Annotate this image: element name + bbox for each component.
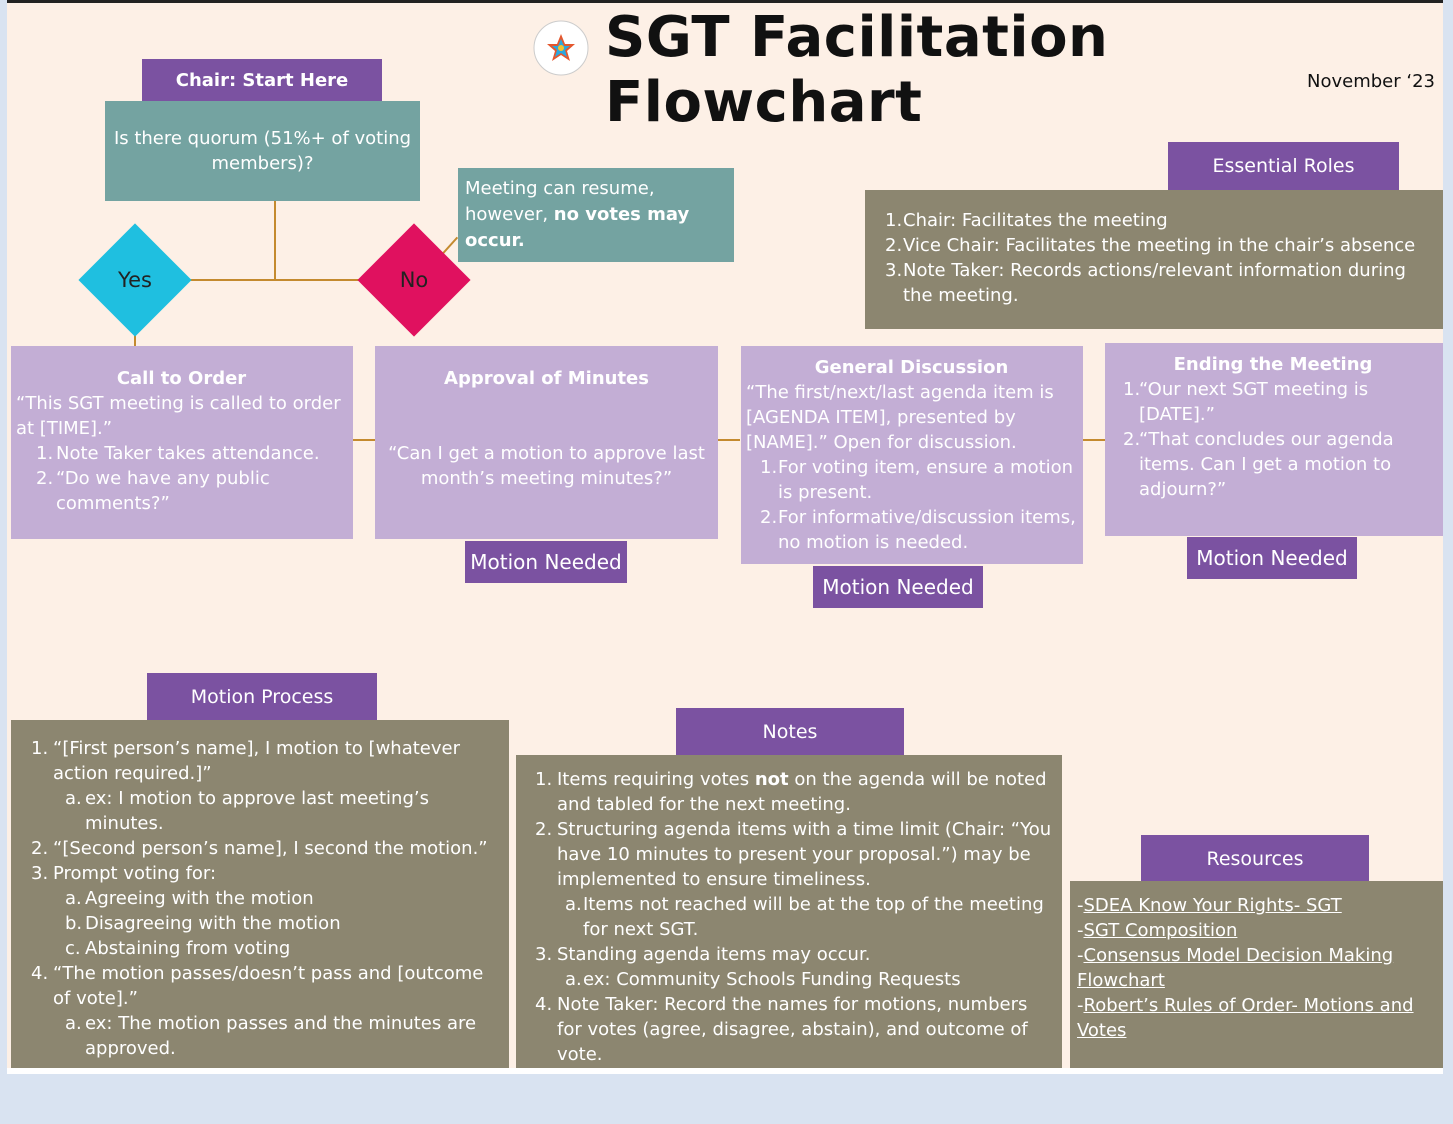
- resource-link-consensus[interactable]: Consensus Model Decision Making Flowchar…: [1077, 945, 1394, 991]
- list-item: 4.“The motion passes/doesn’t pass and [o…: [31, 963, 484, 1009]
- general-discussion-box: General Discussion “The first/next/last …: [741, 346, 1083, 564]
- discussion-quote: “The first/next/last agenda item is [AGE…: [746, 382, 1054, 453]
- essential-roles-box: 1.Chair: Facilitates the meeting 2.Vice …: [865, 190, 1443, 329]
- no-label: No: [399, 268, 429, 292]
- resources-tab: Resources: [1141, 835, 1369, 882]
- resource-link-composition[interactable]: SGT Composition: [1083, 920, 1238, 941]
- approval-title: Approval of Minutes: [444, 368, 649, 389]
- connector-line: [1083, 439, 1105, 441]
- list-item: 1.“[First person’s name], I motion to [w…: [31, 738, 460, 784]
- list-item: 4.Note Taker: Record the names for motio…: [535, 994, 1028, 1065]
- list-item: 3.Note Taker: Records actions/relevant i…: [885, 260, 1406, 306]
- approval-quote: “Can I get a motion to approve last mont…: [388, 443, 705, 489]
- essential-roles-tab: Essential Roles: [1168, 142, 1399, 190]
- list-item: 1.Note Taker takes attendance.: [36, 443, 320, 464]
- page-title: SGT Facilitation Flowchart: [605, 5, 1109, 135]
- approval-of-minutes-box: Approval of Minutes “Can I get a motion …: [375, 346, 718, 539]
- resource-link-row: -SDEA Know Your Rights- SGT: [1077, 895, 1342, 916]
- connector-line: [353, 439, 375, 441]
- list-item: 3.Standing agenda items may occur.: [535, 944, 871, 965]
- sub-list-item: a.Items not reached will be at the top o…: [565, 894, 1044, 940]
- notes-tab: Notes: [676, 708, 904, 756]
- quorum-question: Is there quorum (51%+ of voting members)…: [113, 128, 412, 174]
- resource-link-sdea[interactable]: SDEA Know Your Rights- SGT: [1083, 895, 1342, 916]
- notes-box: 1.Items requiring votes not on the agend…: [516, 755, 1062, 1068]
- sub-list-item: c.Abstaining from voting: [65, 938, 291, 959]
- motion-needed-badge: Motion Needed: [813, 566, 983, 608]
- resource-link-row: -Consensus Model Decision Making Flowcha…: [1077, 945, 1394, 991]
- call-to-order-title: Call to Order: [116, 368, 247, 389]
- list-item: 3.Prompt voting for:: [31, 863, 217, 884]
- quorum-question-box: Is there quorum (51%+ of voting members)…: [105, 101, 420, 201]
- connector-line: [274, 201, 276, 279]
- list-item: 2.“That concludes our agenda items. Can …: [1123, 429, 1394, 500]
- connector-line: [718, 439, 740, 441]
- sub-list-item: a.ex: Community Schools Funding Requests: [565, 969, 961, 990]
- resource-link-roberts-rules[interactable]: Robert’s Rules of Order- Motions and Vot…: [1077, 995, 1414, 1041]
- district-logo: [533, 20, 589, 76]
- list-item: 1.“Our next SGT meeting is [DATE].”: [1123, 379, 1369, 425]
- discussion-title: General Discussion: [814, 357, 1009, 378]
- call-to-order-box: Call to Order “This SGT meeting is calle…: [11, 346, 353, 539]
- call-to-order-quote: “This SGT meeting is called to order at …: [16, 393, 341, 439]
- list-item: 2.For informative/discussion items, no m…: [760, 507, 1076, 553]
- motion-process-tab: Motion Process: [147, 673, 377, 721]
- no-result-text: Meeting can resume, however,: [465, 178, 655, 225]
- ending-meeting-box: Ending the Meeting 1.“Our next SGT meeti…: [1105, 343, 1443, 536]
- resources-box: -SDEA Know Your Rights- SGT -SGT Composi…: [1070, 881, 1443, 1068]
- no-result-bold: no votes may occur: [465, 204, 690, 251]
- list-item: 2.Vice Chair: Facilitates the meeting in…: [885, 235, 1416, 256]
- date-label: November ‘23: [1307, 71, 1435, 92]
- motion-needed-badge: Motion Needed: [1187, 537, 1357, 579]
- start-tab: Chair: Start Here: [142, 59, 382, 101]
- list-item: 2.“[Second person’s name], I second the …: [31, 838, 488, 859]
- connector-line: [167, 279, 387, 281]
- ending-title: Ending the Meeting: [1173, 354, 1373, 375]
- flowchart-canvas: SGT Facilitation Flowchart November ‘23 …: [7, 0, 1443, 1074]
- motion-process-box: 1.“[First person’s name], I motion to [w…: [11, 720, 509, 1068]
- sub-list-item: a.ex: The motion passes and the minutes …: [65, 1013, 477, 1059]
- no-votes-box: Meeting can resume, however, no votes ma…: [458, 168, 734, 262]
- no-result-period: .: [517, 230, 525, 251]
- list-item: 1.Chair: Facilitates the meeting: [885, 210, 1168, 231]
- sub-list-item: b.Disagreeing with the motion: [65, 913, 341, 934]
- sub-list-item: a.Agreeing with the motion: [65, 888, 314, 909]
- motion-needed-badge: Motion Needed: [465, 541, 627, 583]
- resource-link-row: -SGT Composition: [1077, 920, 1238, 941]
- sub-list-item: a.ex: I motion to approve last meeting’s…: [65, 788, 429, 834]
- resource-link-row: -Robert’s Rules of Order- Motions and Vo…: [1077, 995, 1414, 1041]
- list-item: 1.For voting item, ensure a motion is pr…: [760, 457, 1074, 503]
- list-item: 1.Items requiring votes not on the agend…: [535, 769, 1047, 815]
- list-item: 2.“Do we have any public comments?”: [36, 468, 270, 514]
- yes-label: Yes: [118, 268, 152, 292]
- list-item: 2.Structuring agenda items with a time l…: [535, 819, 1052, 890]
